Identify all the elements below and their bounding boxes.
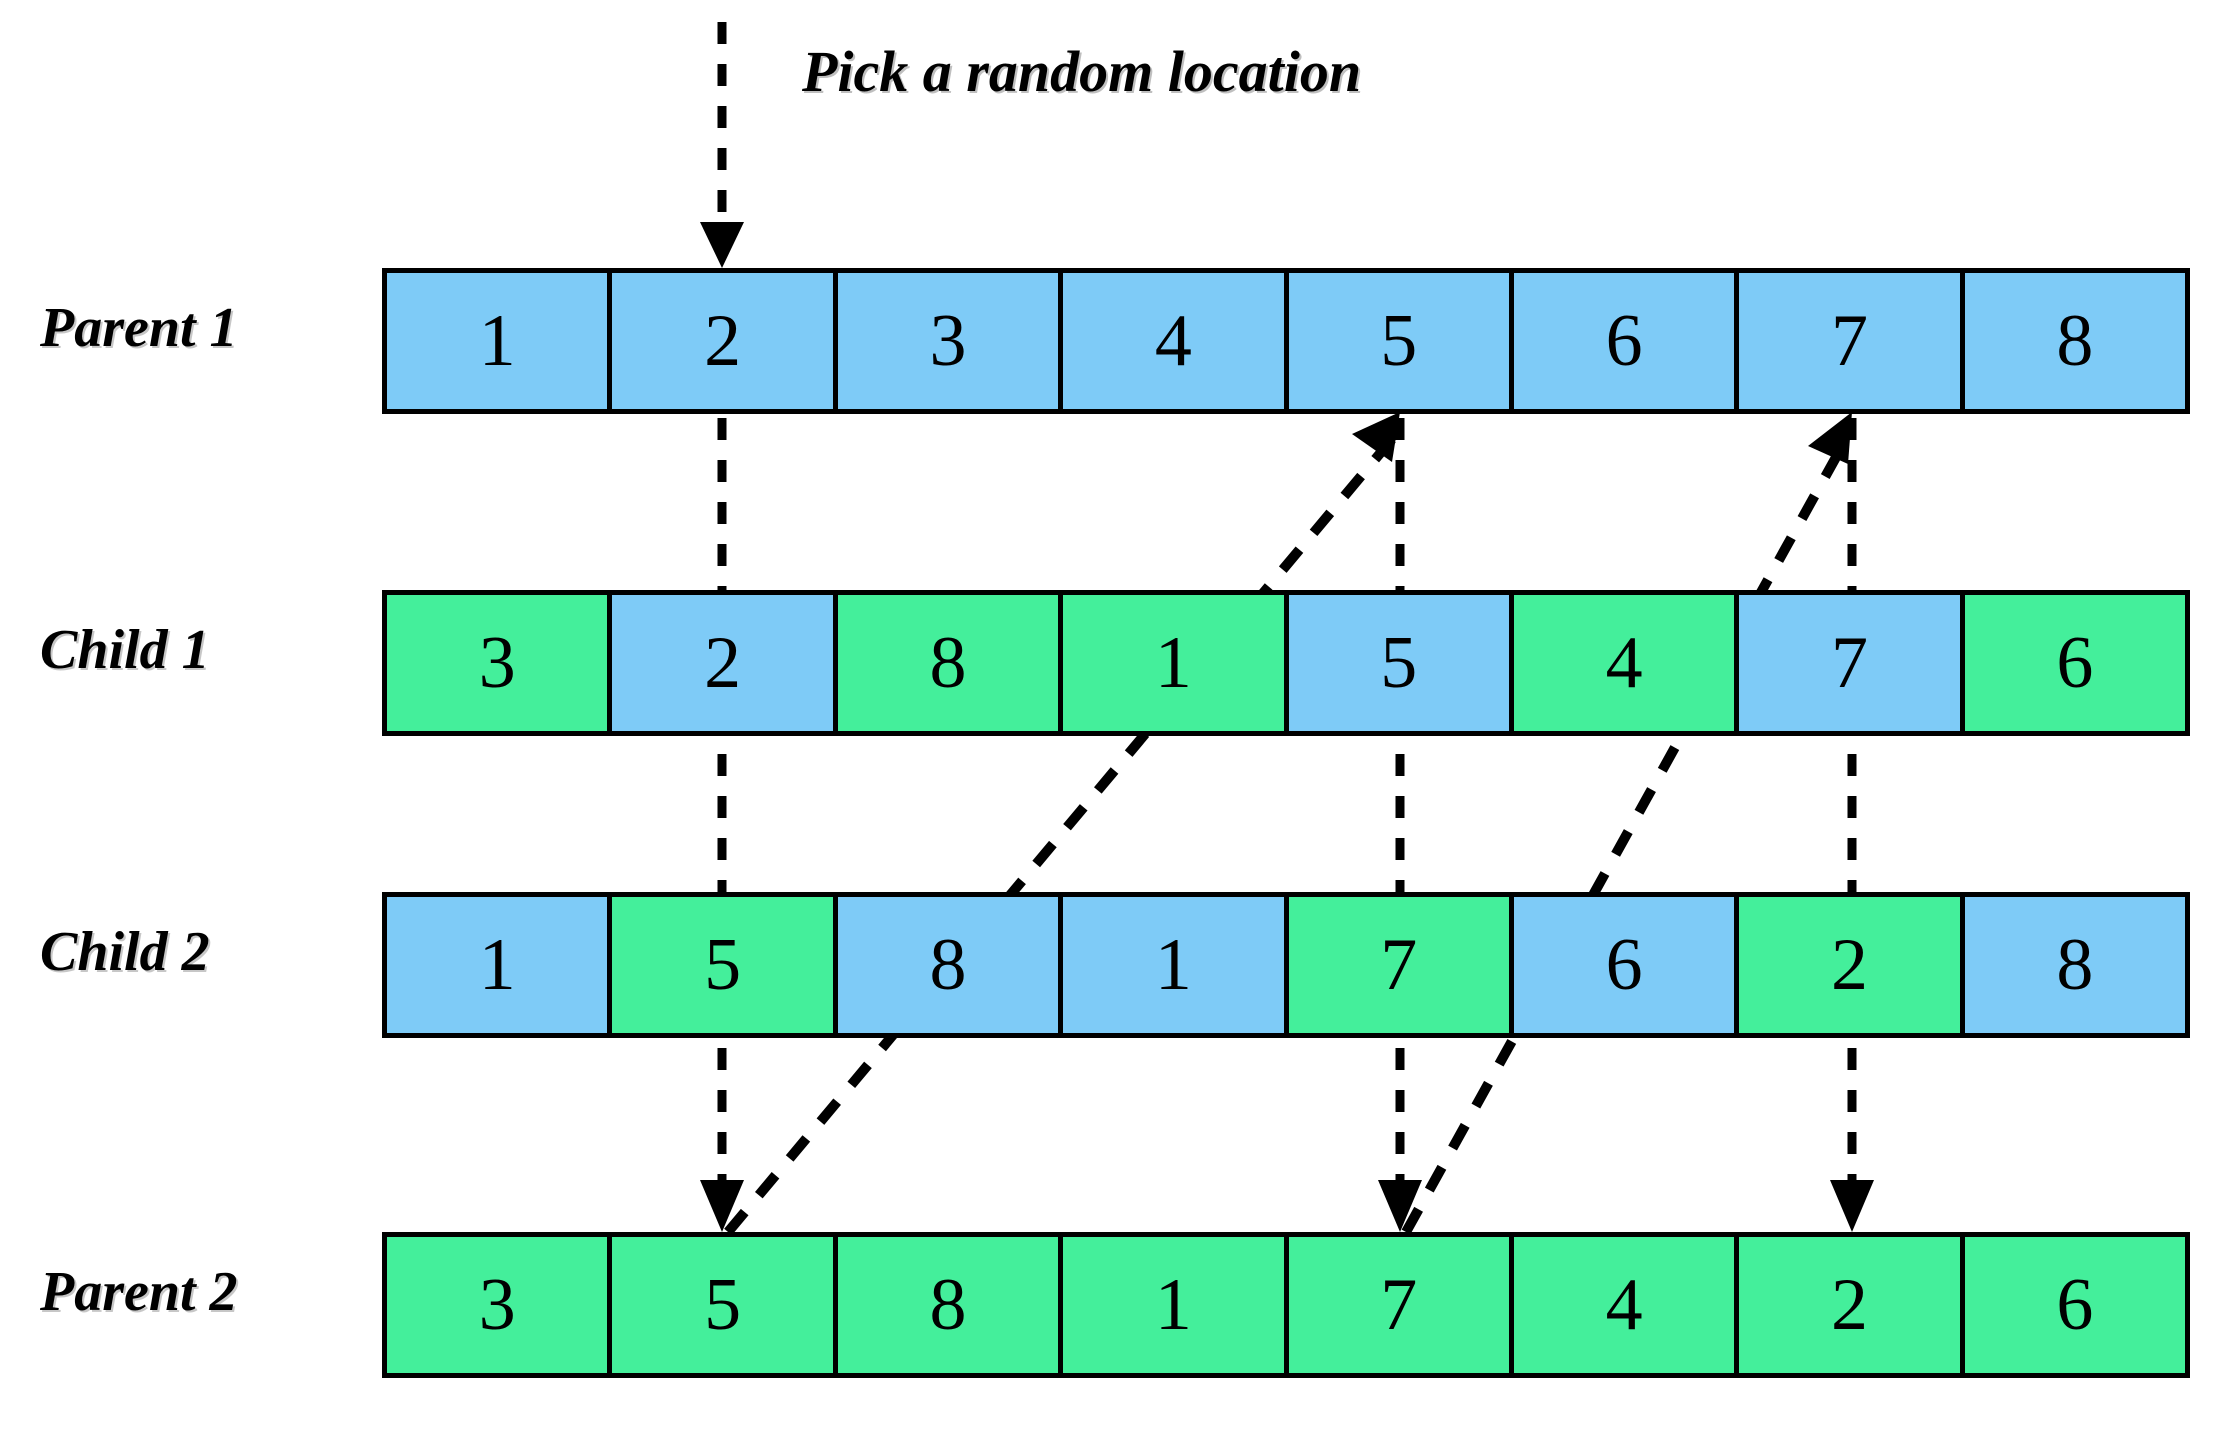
cell-parent2-6: 4 — [1513, 1237, 1740, 1373]
page-title: Pick a random location — [802, 39, 1362, 104]
cell-parent2-7: 2 — [1739, 1237, 1965, 1373]
cell-parent2-5: 7 — [1288, 1237, 1514, 1373]
cell-child1-3: 8 — [837, 595, 1064, 731]
arrow-diag-col2-to-col5-up — [724, 412, 1402, 1236]
arrow-pick-location — [700, 22, 744, 268]
cell-parent1-5: 5 — [1288, 273, 1514, 409]
cell-parent1-7: 7 — [1739, 273, 1965, 409]
row-child2: 1 5 8 1 7 6 2 8 — [382, 892, 2190, 1038]
row-label-child1: Child 1 — [40, 619, 210, 681]
row-label-child2: Child 2 — [40, 921, 210, 983]
arrow-col5-down — [1378, 418, 1422, 1232]
arrow-diag-col5-to-col7-up — [1401, 412, 1855, 1235]
cell-child2-5: 7 — [1288, 897, 1514, 1033]
cell-parent2-2: 5 — [612, 1237, 838, 1373]
cell-child1-7: 7 — [1739, 595, 1965, 731]
row-parent2: 3 5 8 1 7 4 2 6 — [382, 1232, 2190, 1378]
cell-parent1-6: 6 — [1513, 273, 1740, 409]
cell-child2-2: 5 — [612, 897, 838, 1033]
cell-child1-1: 3 — [387, 595, 613, 731]
row-label-parent2: Parent 2 — [40, 1261, 238, 1323]
cell-parent1-4: 4 — [1063, 273, 1289, 409]
cell-parent2-4: 1 — [1063, 1237, 1289, 1373]
cell-child1-5: 5 — [1288, 595, 1514, 731]
arrow-col7-down — [1830, 418, 1874, 1232]
cell-parent2-3: 8 — [837, 1237, 1064, 1373]
cell-child1-8: 6 — [1964, 595, 2185, 731]
cell-child2-7: 2 — [1739, 897, 1965, 1033]
cell-child2-6: 6 — [1513, 897, 1740, 1033]
cell-child1-2: 2 — [612, 595, 838, 731]
arrow-col2-down — [700, 418, 744, 1232]
cell-parent2-1: 3 — [387, 1237, 613, 1373]
cell-parent2-8: 6 — [1964, 1237, 2185, 1373]
cell-parent1-8: 8 — [1964, 273, 2185, 409]
row-label-parent1: Parent 1 — [40, 297, 238, 359]
cell-child2-8: 8 — [1964, 897, 2185, 1033]
cell-child2-1: 1 — [387, 897, 613, 1033]
cell-child2-3: 8 — [837, 897, 1064, 1033]
cell-child1-6: 4 — [1513, 595, 1740, 731]
cell-child2-4: 1 — [1063, 897, 1289, 1033]
cell-parent1-1: 1 — [387, 273, 613, 409]
row-child1: 3 2 8 1 5 4 7 6 — [382, 590, 2190, 736]
row-parent1: 1 2 3 4 5 6 7 8 — [382, 268, 2190, 414]
cell-parent1-3: 3 — [837, 273, 1064, 409]
cell-child1-4: 1 — [1063, 595, 1289, 731]
cell-parent1-2: 2 — [612, 273, 838, 409]
